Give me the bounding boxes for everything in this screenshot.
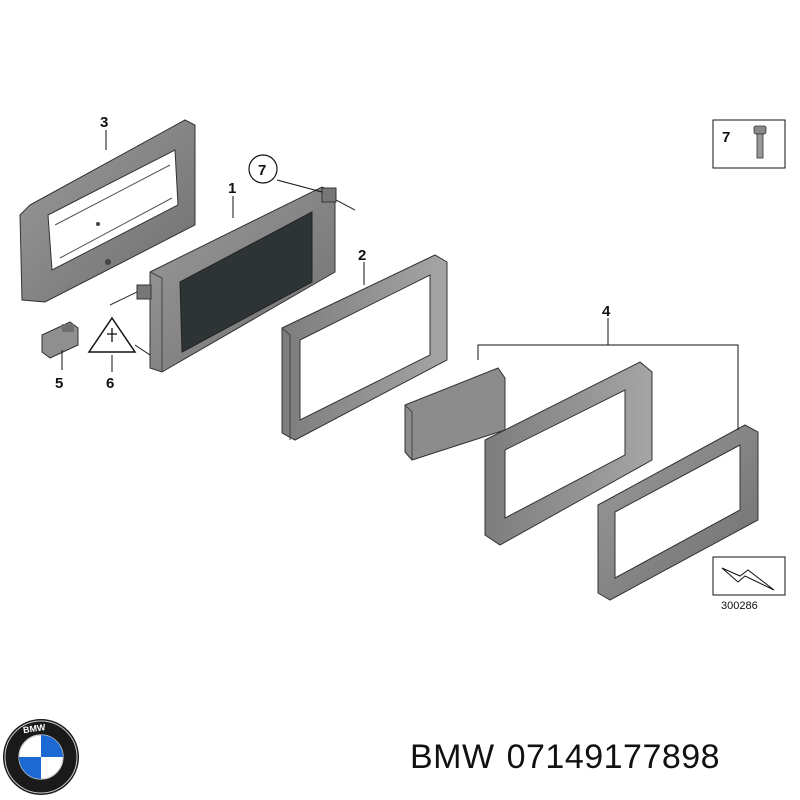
part-4-assembly [404, 318, 759, 601]
part-3-bracket [19, 119, 196, 303]
callout-7-circle [248, 154, 278, 184]
callout-7-box-label: 7 [722, 129, 730, 146]
screw-icon [753, 125, 767, 159]
leader-lines [61, 130, 365, 372]
callout-5: 5 [55, 375, 63, 392]
part-5-connector [41, 321, 79, 359]
callout-3: 3 [100, 114, 108, 131]
callout-6: 6 [106, 375, 114, 392]
bmw-logo: BMW [3, 719, 79, 795]
brand-name: BMW [410, 738, 495, 776]
part-caption: BMW 07149177898 [410, 738, 720, 777]
part-6-warning-symbol [87, 316, 137, 353]
svg-text:BMW: BMW [22, 722, 46, 735]
diagram-number-block: 300286 [712, 556, 786, 612]
part-1-display [109, 186, 356, 373]
part-2-trim-frame [281, 254, 448, 441]
callout-1: 1 [228, 180, 236, 197]
part-number: 07149177898 [506, 738, 721, 776]
arrow-symbol-icon [721, 567, 775, 591]
callout-4: 4 [602, 303, 611, 320]
callout-7-circled: 7 [258, 162, 266, 179]
diagram-number: 300286 [721, 600, 758, 612]
part-7-screw-box: 7 [712, 119, 786, 169]
callout-2: 2 [358, 247, 366, 264]
